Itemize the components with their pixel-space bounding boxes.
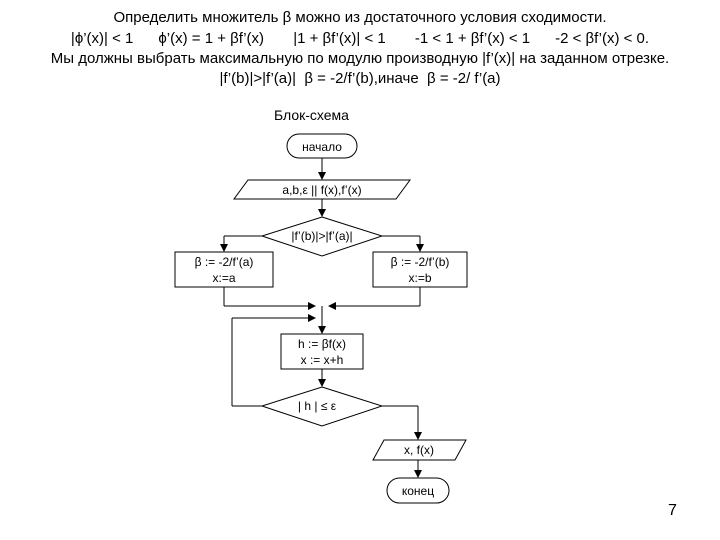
output-label: x, f(x) xyxy=(404,443,434,457)
right-block-line-2: x:=b xyxy=(408,271,431,285)
condition-2-label: | h | ≤ ε xyxy=(298,399,337,413)
left-block-line-1: β := -2/f’(a) xyxy=(195,255,254,269)
header-line-2-formulas: |ϕ’(x)| < 1 ϕ’(x) = 1 + βf’(x) |1 + βf’(… xyxy=(70,30,650,47)
start-label: начало xyxy=(302,140,342,154)
condition-1-decision: |f’(b)|>|f’(a)| xyxy=(260,216,384,257)
header-line-4-rule: |f’(b)|>|f’(a)| β = -2/f’(b),иначе β = -… xyxy=(219,70,501,87)
end-terminator: конец xyxy=(386,477,450,504)
loop-block-line-2: x := x+h xyxy=(301,353,344,367)
right-process-block: β := -2/f’(b) x:=b xyxy=(372,251,468,288)
header-line-3: Мы должны выбрать максимальную по модулю… xyxy=(50,50,670,67)
flow-connectors xyxy=(220,158,424,478)
condition-2-decision: | h | ≤ ε xyxy=(260,386,384,427)
input-block: a,b,ε || f(x),f’(x) xyxy=(233,179,411,200)
page-number: 7 xyxy=(668,502,677,519)
output-block: x, f(x) xyxy=(372,439,467,461)
loop-process-block: h := βf(x) x := x+h xyxy=(280,333,364,370)
start-terminator: начало xyxy=(286,133,358,159)
flowchart-title: Блок-схема xyxy=(274,107,349,123)
left-process-block: β := -2/f’(a) x:=a xyxy=(174,251,274,288)
left-block-line-2: x:=a xyxy=(212,271,235,285)
loop-block-line-1: h := βf(x) xyxy=(298,337,346,351)
right-block-line-1: β := -2/f’(b) xyxy=(391,255,450,269)
input-label: a,b,ε || f(x),f’(x) xyxy=(282,183,361,197)
header-line-1: Определить множитель β можно из достаточ… xyxy=(113,9,607,26)
condition-1-label: |f’(b)|>|f’(a)| xyxy=(291,229,352,243)
end-label: конец xyxy=(402,484,434,498)
